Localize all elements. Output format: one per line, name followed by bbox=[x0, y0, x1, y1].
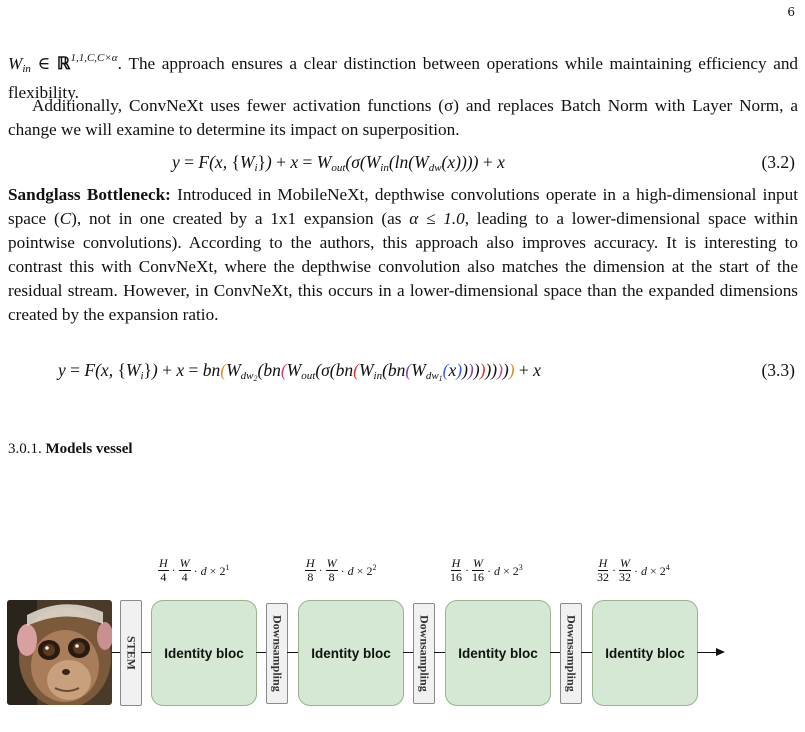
inline-math-alpha: α ≤ 1.0 bbox=[409, 209, 465, 228]
page-number: 6 bbox=[787, 5, 795, 19]
input-image-monkey bbox=[7, 600, 112, 705]
equation-3-3: y = F(x, {Wi}) + x = bn(Wdw2(bn(Wout(σ(b… bbox=[0, 360, 805, 384]
connector-bloc-3-down-3 bbox=[550, 652, 560, 653]
connector-down-2-bloc-3 bbox=[434, 652, 445, 653]
paragraph-3-text-b: ), not in one created by a 1x1 expansion… bbox=[71, 209, 410, 228]
downsampling-block-1: Downsampling bbox=[266, 603, 288, 704]
section-number: 3.0.1. bbox=[8, 441, 42, 457]
connector-stem-bloc-1 bbox=[141, 652, 151, 653]
equation-3-2: y = F(x, {Wi}) + x = Wout(σ(Win(ln(Wdw(x… bbox=[0, 152, 805, 176]
connector-image-stem bbox=[112, 652, 120, 653]
inline-math-w-in: Win ∈ ℝ1,1,C,C×α bbox=[8, 52, 118, 75]
equation-3-2-expression: y = F(x, {Wi}) + x = Wout(σ(Win(ln(Wdw(x… bbox=[172, 152, 505, 174]
connector-bloc-1-down-1 bbox=[256, 652, 266, 653]
output-arrow-head bbox=[716, 648, 725, 656]
paragraph-3-label: Sandglass Bottleneck: bbox=[8, 185, 171, 204]
equation-3-3-number: (3.3) bbox=[761, 360, 795, 380]
downsampling-label-3: Downsampling bbox=[564, 615, 579, 692]
paragraph-2-text: Additionally, ConvNeXt uses fewer activa… bbox=[8, 96, 798, 139]
identity-bloc-1: Identity bloc bbox=[151, 600, 257, 706]
paragraph-3: Sandglass Bottleneck: Introduced in Mobi… bbox=[8, 183, 798, 327]
identity-bloc-3: Identity bloc bbox=[445, 600, 551, 706]
connector-bloc-2-down-2 bbox=[403, 652, 413, 653]
downsampling-label-2: Downsampling bbox=[417, 615, 432, 692]
identity-bloc-2: Identity bloc bbox=[298, 600, 404, 706]
equation-3-3-expression: y = F(x, {Wi}) + x = bn(Wdw2(bn(Wout(σ(b… bbox=[58, 360, 541, 383]
stem-label: STEM bbox=[124, 635, 139, 670]
inline-math-c: C bbox=[59, 209, 72, 228]
equation-3-2-number: (3.2) bbox=[761, 152, 795, 172]
paragraph-1-text: . The approach ensures a clear distincti… bbox=[8, 54, 799, 102]
connector-down-3-bloc-4 bbox=[581, 652, 592, 653]
output-arrow-line bbox=[697, 652, 717, 653]
identity-bloc-4: Identity bloc bbox=[592, 600, 698, 706]
stem-block: STEM bbox=[120, 600, 142, 706]
section-heading: 3.0.1. Models vessel bbox=[8, 441, 133, 458]
section-title: Models vessel bbox=[45, 441, 133, 457]
paragraph-3-text-c: , leading to a lower-dimensional space w… bbox=[8, 209, 798, 324]
monkey-illustration bbox=[7, 600, 112, 705]
paragraph-2: Additionally, ConvNeXt uses fewer activa… bbox=[8, 94, 798, 142]
paragraph-3-text-a: Introduced in MobileNeXt, depthwise conv… bbox=[8, 185, 798, 228]
downsampling-label-1: Downsampling bbox=[270, 615, 285, 692]
connector-down-1-bloc-2 bbox=[287, 652, 298, 653]
paragraph-1: Win ∈ ℝ1,1,C,C×α. The approach ensures a… bbox=[8, 46, 798, 105]
downsampling-block-2: Downsampling bbox=[413, 603, 435, 704]
downsampling-block-3: Downsampling bbox=[560, 603, 582, 704]
